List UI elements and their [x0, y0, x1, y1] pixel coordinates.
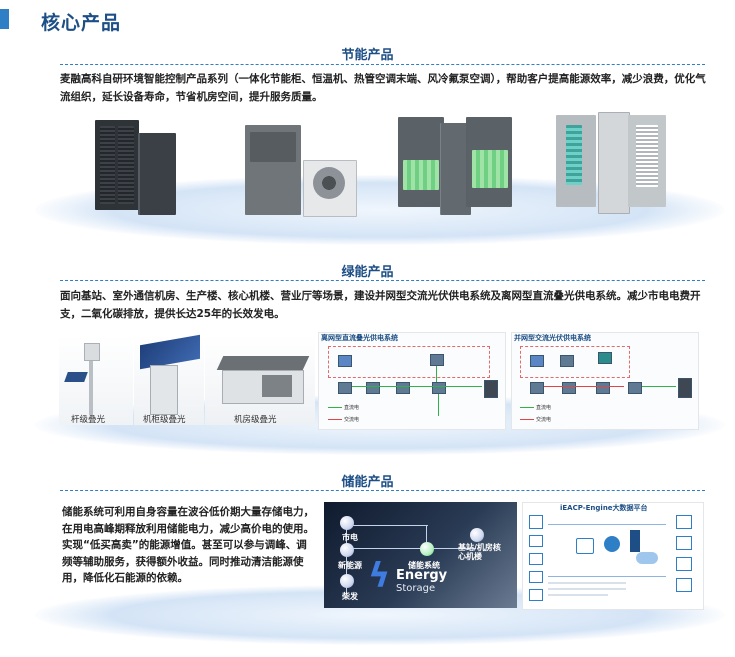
- switch-icon: [432, 382, 446, 394]
- shield-icon: [676, 536, 692, 550]
- offgrid-dc-diagram: [318, 332, 506, 430]
- grid-tied-ac-diagram: [511, 332, 699, 430]
- grid-tied-ac-diagram-title: 并网型交流光伏供电系统: [514, 334, 591, 342]
- section-divider: [60, 280, 705, 281]
- green-energy-title: 绿能产品: [341, 265, 394, 280]
- storage-title: 储能产品: [341, 475, 394, 490]
- offgrid-dc-diagram-title: 离网型直流叠光供电系统: [321, 334, 398, 342]
- node-storage-system: [420, 542, 434, 556]
- gateway-icon: [576, 538, 594, 554]
- battery-icon: [529, 553, 543, 565]
- signal-tower-icon: [529, 515, 543, 529]
- server-icon: [630, 530, 640, 552]
- balance-icon: [676, 557, 692, 571]
- legend-dc: 直流电: [536, 405, 552, 411]
- node-storage-system-label: 储能系统: [408, 561, 440, 570]
- dashboard-icon: [676, 515, 692, 529]
- meter-icon: [529, 571, 543, 583]
- caption-pole-pv: 杆级叠光: [71, 415, 106, 425]
- distribution-icon: [396, 382, 410, 394]
- ac-dc-icon: [596, 382, 610, 394]
- inverter-icon: [560, 355, 574, 367]
- node-renewable-label: 新能源: [338, 561, 362, 570]
- controller-icon: [430, 354, 444, 366]
- device-icon: [529, 535, 543, 547]
- pv-panel-icon: [338, 355, 352, 367]
- node-grid-label: 市电: [342, 533, 358, 542]
- storage-description: 储能系统可利用自身容量在波谷低价期大量存储电力，在用电高峰期释放利用储能电力，减…: [62, 506, 314, 584]
- pv-panel-icon: [530, 355, 544, 367]
- load-icon: [678, 378, 692, 398]
- page-title: 核心产品: [41, 12, 122, 34]
- legend-ac: 交流电: [344, 417, 360, 423]
- node-renewable: [340, 543, 354, 557]
- grid-icon: [338, 382, 352, 394]
- cloud-icon: [636, 552, 658, 564]
- node-diesel-label: 柴发: [342, 592, 358, 601]
- energy-saving-description: 麦融高科自研环境智能控制产品系列（一体化节能柜、恒温机、热管空调末端、风冷氟泵空…: [60, 73, 706, 103]
- grid-icon: [530, 382, 544, 394]
- section-divider: [60, 490, 705, 491]
- caption-cabinet-pv: 机柜级叠光: [143, 415, 186, 425]
- meter-icon: [598, 352, 612, 364]
- node-diesel: [340, 574, 354, 588]
- sensor-icon: [529, 589, 543, 601]
- big-data-platform-panel: [522, 502, 704, 610]
- storage-label: Storage: [396, 583, 436, 594]
- switch-icon: [628, 382, 642, 394]
- load-icon: [484, 380, 498, 398]
- energy-label: Energy: [396, 568, 448, 583]
- caption-room-pv: 机房级叠光: [234, 415, 277, 425]
- node-site: [470, 528, 484, 542]
- section-divider: [60, 64, 705, 65]
- rectifier-icon: [366, 382, 380, 394]
- ac-distribution-icon: [562, 382, 576, 394]
- node-grid: [340, 516, 354, 530]
- energy-saving-title: 节能产品: [341, 48, 394, 63]
- node-site-label: 基站/机房核心机楼: [458, 543, 501, 561]
- alert-icon: [676, 578, 692, 592]
- green-energy-description: 面向基站、室外通信机房、生产楼、核心机楼、营业厅等场景，建设并网型交流光伏供电系…: [60, 290, 701, 320]
- title-accent-bar: [0, 9, 9, 29]
- platform-title: iEACP-Engine大数据平台: [560, 504, 648, 512]
- legend-dc: 直流电: [344, 405, 360, 411]
- energy-storage-image: [324, 502, 517, 608]
- legend-ac: 交流电: [536, 417, 552, 423]
- cloud-globe-icon: [604, 536, 620, 552]
- lightning-bolt-icon: ϟ: [368, 556, 391, 596]
